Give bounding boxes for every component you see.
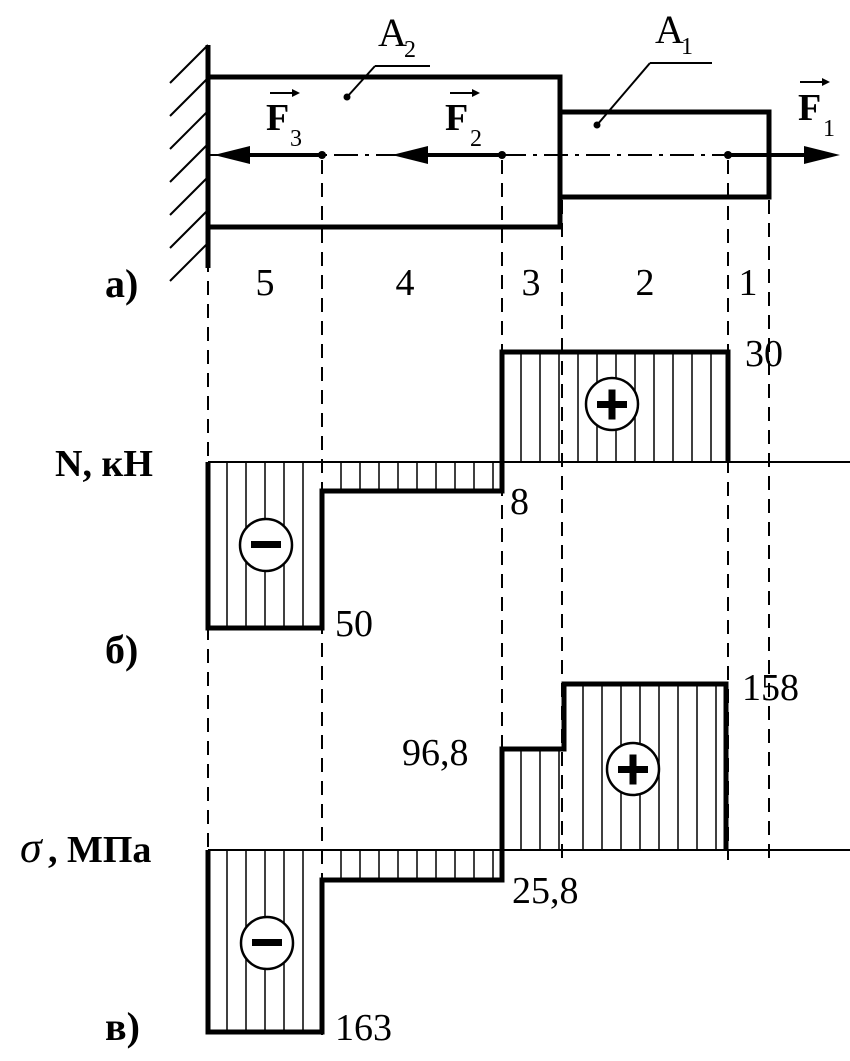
sigma-plus-sign xyxy=(605,741,661,797)
n-negative-outline xyxy=(205,462,505,631)
sigma-minus-sign xyxy=(239,915,295,971)
part-label-b: б) xyxy=(105,627,138,672)
sigma-hatching xyxy=(226,684,717,1032)
section-numbers: 5 4 3 2 1 xyxy=(256,262,758,304)
part-label-v: в) xyxy=(105,1004,140,1049)
sigma-symbol: σ xyxy=(20,823,44,872)
force-f2-label: F xyxy=(445,97,468,139)
n-value-pos: 30 xyxy=(745,333,783,375)
fixed-wall xyxy=(169,44,211,282)
axial-force-diagram: N, кН 30 8 50 б) xyxy=(55,333,850,672)
stepped-rod xyxy=(205,74,772,230)
section-number-3: 3 xyxy=(522,262,541,304)
wall-hatching xyxy=(169,44,209,282)
force-f1-subscript: 1 xyxy=(823,116,835,142)
sigma-positive-outline xyxy=(499,681,729,850)
n-positive-outline xyxy=(499,349,731,462)
section-number-1: 1 xyxy=(739,262,758,304)
rod-section-a2 xyxy=(205,74,563,230)
force-f3: F 3 xyxy=(214,89,326,164)
n-value-neg-small: 8 xyxy=(510,481,529,523)
section-number-5: 5 xyxy=(256,262,275,304)
area-a1-label: A xyxy=(655,7,684,52)
area-a2-subscript: 2 xyxy=(404,37,416,63)
sigma-value-max: 158 xyxy=(742,667,799,709)
stress-diagram: σ , МПа 158 96,8 25,8 163 в) xyxy=(20,667,850,1049)
sigma-negative-outline xyxy=(205,850,505,1035)
section-dividers xyxy=(207,160,770,1035)
sigma-axis-label: , МПа xyxy=(48,829,151,871)
force-f2-subscript: 2 xyxy=(470,126,482,152)
force-f1-label: F xyxy=(798,87,821,129)
sigma-value-mid: 96,8 xyxy=(402,732,469,774)
force-f1: F 1 xyxy=(724,78,840,164)
sigma-value-neg-small: 25,8 xyxy=(512,870,579,912)
n-minus-sign xyxy=(238,517,294,573)
force-f2: F 2 xyxy=(392,89,506,164)
sigma-value-neg-big: 163 xyxy=(335,1007,392,1049)
section-number-4: 4 xyxy=(396,262,415,304)
n-plus-sign xyxy=(584,376,640,432)
section-number-2: 2 xyxy=(636,262,655,304)
area-a2-label: A xyxy=(378,10,407,55)
force-f3-label: F xyxy=(266,97,289,139)
area-a1-callout: A 1 xyxy=(593,7,712,129)
n-value-neg-big: 50 xyxy=(335,603,373,645)
n-hatching xyxy=(226,352,712,628)
n-axis-label: N, кН xyxy=(55,443,153,485)
area-a1-subscript: 1 xyxy=(681,34,693,60)
part-label-a: а) xyxy=(105,261,138,306)
area-a2-callout: A 2 xyxy=(343,10,430,101)
force-f3-subscript: 3 xyxy=(290,126,302,152)
